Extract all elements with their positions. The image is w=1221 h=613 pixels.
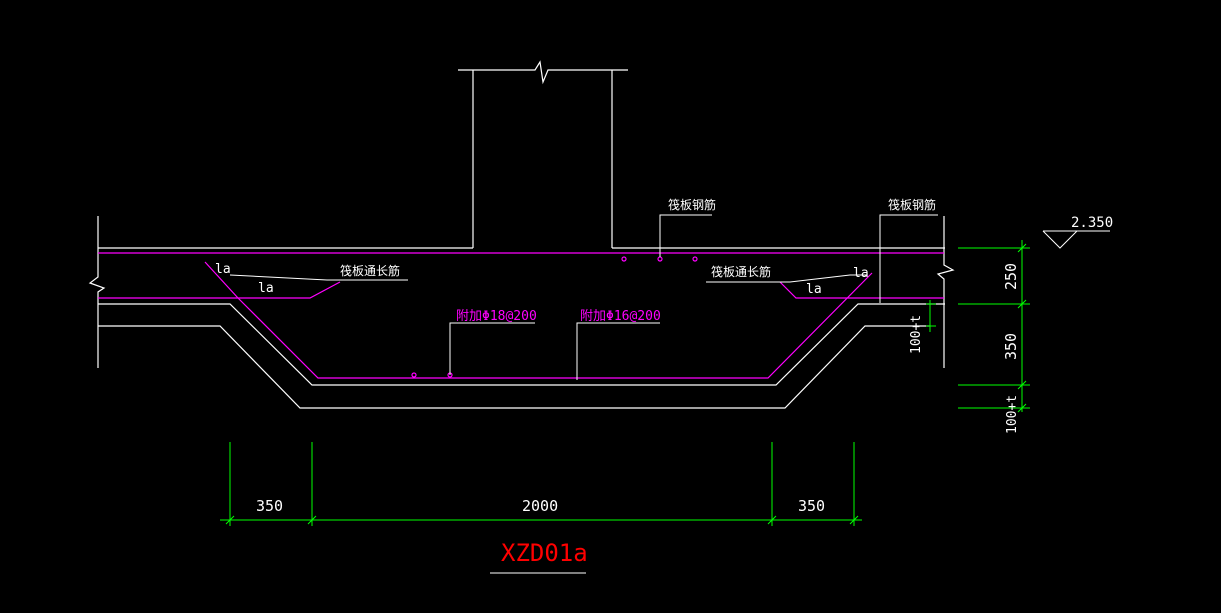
rebar-group — [98, 252, 944, 379]
pit-inner-line — [98, 303, 945, 386]
leader-extra-rebar-2 — [576, 322, 660, 380]
rebar-dot — [621, 256, 627, 262]
elevation-marker — [1042, 230, 1110, 249]
column-outline — [472, 70, 613, 248]
dim-bottom-mid: 2000 — [522, 497, 558, 515]
dim-inner-right: 100+t — [909, 315, 924, 354]
leader-extra-rebar-1 — [449, 322, 535, 375]
pit-outer-line — [98, 325, 930, 409]
leader-raft-rebar-2 — [879, 214, 938, 303]
elevation-value: 2.350 — [1071, 215, 1113, 231]
bottom-ticks — [225, 515, 859, 525]
right-extension-lines — [958, 247, 1030, 409]
left-break-line — [88, 216, 106, 368]
dim-right-bottom: 100+t — [1005, 395, 1020, 434]
elevation-symbol — [1042, 230, 1110, 249]
label-raft-rebar-2: 筏板钢筋 — [888, 197, 936, 212]
bottom-rebar-left — [98, 281, 341, 299]
bottom-extension-lines — [229, 442, 855, 526]
dim-right-top: 250 — [1002, 263, 1020, 290]
label-la-3: la — [853, 266, 869, 281]
dim-right-mid: 350 — [1002, 333, 1020, 360]
rebar-dot — [692, 256, 698, 262]
dim-bottom-left: 350 — [256, 497, 283, 515]
leader-long-rebar-left — [229, 274, 408, 281]
right-break-line — [936, 216, 955, 368]
leader-raft-rebar-1 — [659, 214, 712, 257]
label-la-2: la — [258, 281, 274, 296]
leader-long-rebar-right — [706, 274, 866, 283]
label-la-4: la — [806, 282, 822, 297]
inner-dimension-line — [926, 300, 936, 332]
column-break-line — [458, 60, 628, 85]
pit-rebar-line — [204, 261, 873, 379]
dimension-texts: 350 2000 350 250 350 100+t 100+t — [256, 263, 1020, 515]
bottom-rebar-right — [779, 281, 944, 299]
label-raft-rebar-1: 筏板钢筋 — [668, 197, 716, 212]
white-labels: 筏板钢筋 筏板钢筋 筏板通长筋 筏板通长筋 la la la la — [215, 197, 936, 297]
leader-lines — [229, 214, 938, 380]
drawing-title: XZD01a — [501, 539, 588, 567]
rebar-dot — [411, 372, 417, 378]
right-ticks — [1017, 243, 1027, 413]
label-la-1: la — [215, 262, 231, 277]
dim-bottom-right: 350 — [798, 497, 825, 515]
label-long-rebar-right: 筏板通长筋 — [711, 264, 771, 279]
dimension-lines — [220, 240, 1030, 526]
label-long-rebar-left: 筏板通长筋 — [340, 263, 400, 278]
structure-outline — [88, 60, 955, 409]
label-extra-rebar-1: 附加Φ18@200 — [456, 309, 537, 324]
magenta-labels: 附加Φ18@200 附加Φ16@200 — [456, 309, 661, 324]
label-extra-rebar-2: 附加Φ16@200 — [580, 309, 661, 324]
